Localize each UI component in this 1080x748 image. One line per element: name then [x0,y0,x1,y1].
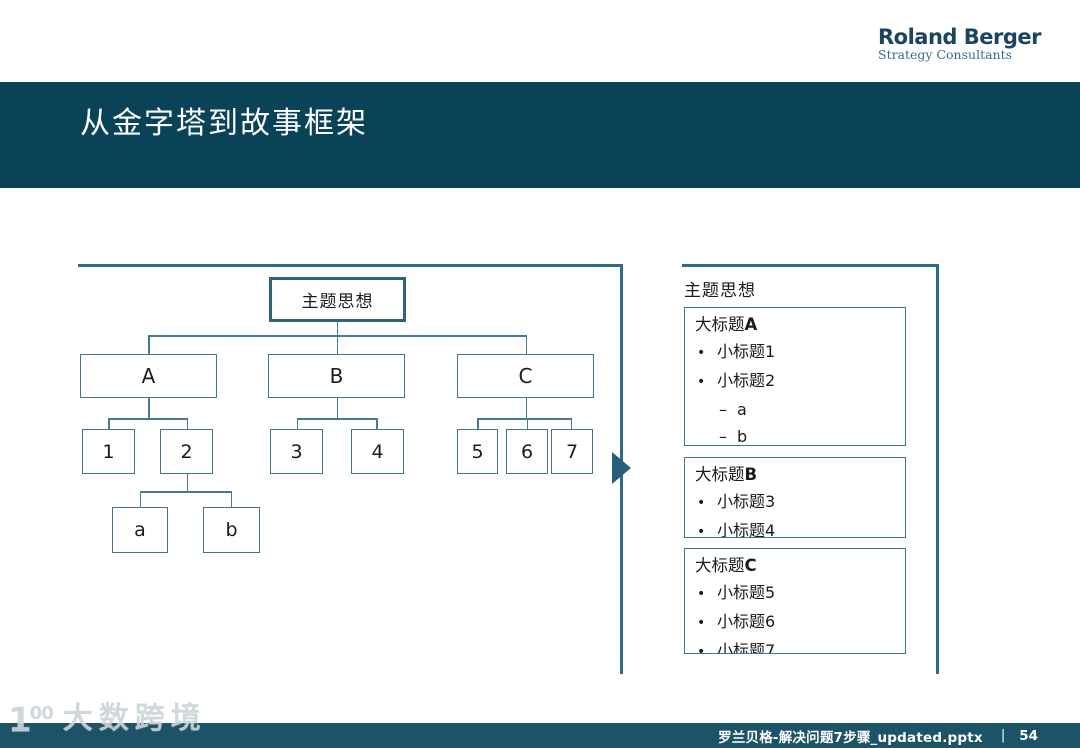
connector-line [296,418,298,429]
logo-subtitle: Strategy Consultants [878,47,1013,62]
bullet-icon: • [697,495,706,511]
connector-line [108,418,110,429]
story-heading: 主题思想 [684,281,756,301]
connector-line [526,418,528,429]
bullet-text: 小标题4 [717,521,776,538]
tree-node-root: 主题思想 [269,277,406,322]
footer-separator: | [1000,728,1006,743]
section-title-letter: A [744,315,758,334]
bullet-item: • 小标题1 [695,338,905,367]
footer-page-number: 54 [1019,727,1038,744]
section-title-prefix: 大标题 [695,315,745,334]
story-section-B: 大标题B • 小标题3 • 小标题4 [684,457,906,538]
section-title-letter: B [744,465,758,484]
bullet-item: • 小标题3 [695,488,905,517]
connector-line [148,398,150,418]
dash-item: –a [695,396,905,423]
section-title: 大标题B [695,461,905,488]
connector-line [336,335,338,354]
bullet-text: 小标题6 [717,612,776,631]
story-section-A: 大标题A • 小标题1 • 小标题2 –a –b [684,307,906,446]
bullet-item: • 小标题6 [695,608,905,637]
transition-arrow-icon [612,452,631,484]
connector-line [186,418,188,429]
connector-line [336,398,338,418]
dash-icon: – [719,427,727,446]
dash-item: –b [695,423,905,446]
section-title: 大标题A [695,311,905,338]
right-bracket-vertical-line [936,264,939,674]
connector-line [139,491,141,507]
tree-node-C: C [457,354,594,398]
section-title: 大标题C [695,552,905,579]
tree-node-A: A [80,354,217,398]
section-title-prefix: 大标题 [695,556,745,575]
bullet-item: • 小标题5 [695,579,905,608]
left-bracket-top-line [78,264,623,267]
bullet-icon: • [697,345,706,361]
connector-line [570,418,572,429]
tree-node-2: 2 [160,429,213,474]
tree-node-4: 4 [351,429,404,474]
section-title-letter: C [744,556,757,575]
dash-icon: – [719,400,727,419]
footer-filename: 罗兰贝格-解决问题7步骤_updated.pptx [718,729,983,746]
connector-line [148,335,150,354]
tree-node-1: 1 [82,429,135,474]
logo-name: Roland Berger [878,25,1042,49]
connector-line [477,418,572,420]
right-bracket-top-line [682,264,939,267]
slide-title: 从金字塔到故事框架 [80,106,368,141]
bullet-icon: • [697,524,706,538]
connector-line [139,491,232,493]
bullet-text: 小标题7 [717,641,776,654]
bullet-item: • 小标题4 [695,517,905,538]
bullet-item: • 小标题2 [695,367,905,396]
bullet-text: 小标题3 [717,492,776,511]
tree-node-a: a [112,507,168,553]
tree-node-3: 3 [270,429,323,474]
bullet-text: 小标题2 [717,371,776,390]
tree-node-B: B [268,354,405,398]
watermark-logo-sup: 00 [29,703,54,724]
tree-node-6: 6 [506,429,548,474]
bullet-icon: • [697,615,706,631]
tree-node-7: 7 [551,429,593,474]
connector-line [525,398,527,418]
connector-line [230,491,232,507]
bullet-icon: • [697,644,706,654]
bullet-item: • 小标题7 [695,637,905,654]
bullet-text: 小标题5 [717,583,776,602]
connector-line [477,418,479,429]
section-title-prefix: 大标题 [695,465,745,484]
story-section-C: 大标题C • 小标题5 • 小标题6 • 小标题7 [684,548,906,654]
bullet-text: 小标题1 [717,342,776,361]
bullet-icon: • [697,374,706,390]
tree-node-b: b [203,507,260,553]
connector-line [108,418,188,420]
connector-line [376,418,378,429]
connector-line [296,418,378,420]
footer-bar: 罗兰贝格-解决问题7步骤_updated.pptx | 54 [0,723,1080,748]
dash-text: a [737,400,747,419]
connector-line [525,335,527,354]
title-bar: 从金字塔到故事框架 [0,82,1080,188]
tree-node-5: 5 [457,429,498,474]
roland-berger-logo: Roland Berger Strategy Consultants [878,25,1042,62]
connector-line [336,322,338,335]
bullet-icon: • [697,586,706,602]
connector-line [186,474,188,491]
dash-text: b [737,427,748,446]
